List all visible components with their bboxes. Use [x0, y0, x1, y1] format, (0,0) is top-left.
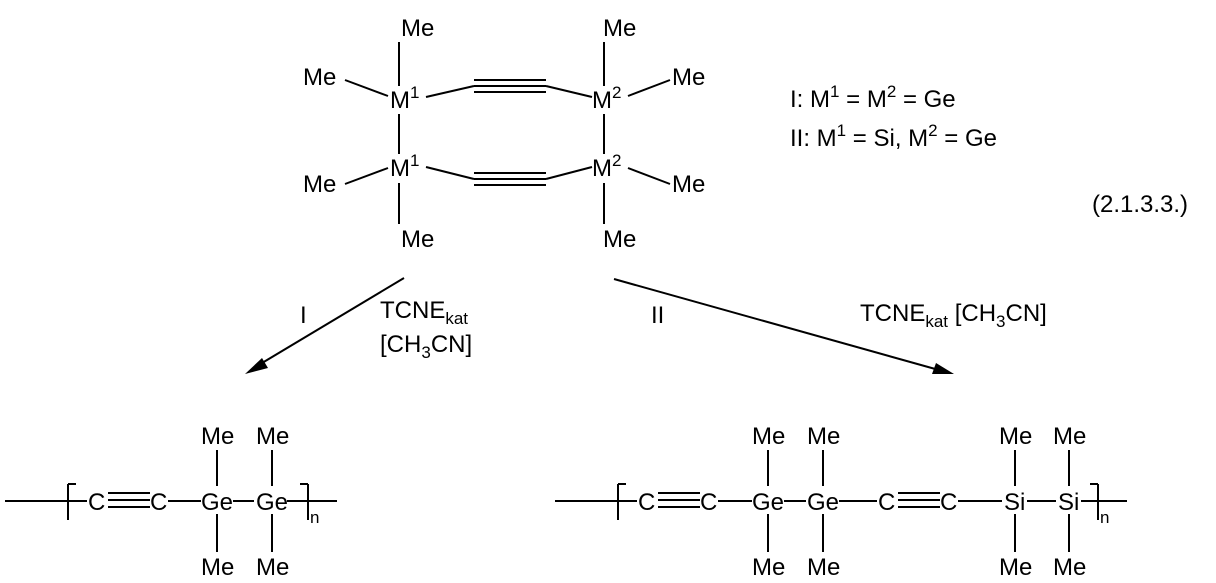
polymer2-me-si1-top: Me — [999, 423, 1032, 450]
arrow-right-label: II — [651, 302, 664, 329]
atom-m2-lower: M2 — [592, 151, 621, 182]
bond-m1-alkyne-upper — [425, 85, 475, 98]
polymer1-atom-c2: C — [150, 489, 167, 516]
arrow-right-head — [932, 363, 954, 374]
bond-alkyne-m2-upper — [545, 85, 593, 98]
atom-m1-upper: M1 — [390, 83, 419, 114]
polymer2-atom-c3: C — [878, 489, 895, 516]
polymer1-me-ge2-bottom: Me — [256, 554, 289, 581]
arrow-left-head — [245, 358, 268, 374]
bond-m1-alkyne-lower — [425, 166, 475, 180]
atom-me-left-lower: Me — [303, 171, 336, 198]
legend: I: M1 = M2 = Ge II: M1 = Si, M2 = Ge — [790, 82, 997, 152]
polymer2-atom-si1: Si — [1004, 489, 1025, 516]
atom-m2-upper: M2 — [592, 83, 621, 114]
polymer1-me-ge1-bottom: Me — [201, 554, 234, 581]
atom-me-right-upper: Me — [672, 64, 705, 91]
bond-m2-me-lower — [627, 167, 671, 185]
bond-m2-me-upper — [627, 79, 671, 97]
polymer2-me-ge1-bottom: Me — [752, 554, 785, 581]
cyclic-dimer-structure: Me Me Me Me Me Me Me Me M1 M1 M2 M2 — [303, 15, 705, 253]
polymer-product-1: C C Ge Ge n Me Me Me Me — [5, 423, 337, 581]
polymer2-me-si1-bottom: Me — [999, 554, 1032, 581]
polymer2-me-ge2-bottom: Me — [807, 554, 840, 581]
bond-me-m1-lower — [344, 167, 389, 185]
polymer2-me-si2-top: Me — [1053, 423, 1086, 450]
bond-alkyne-m2-lower — [545, 166, 593, 180]
legend-line-1: I: M1 = M2 = Ge — [790, 82, 956, 113]
polymer2-atom-ge1: Ge — [752, 489, 784, 516]
atom-me-left-upper: Me — [303, 64, 336, 91]
atom-m1-lower: M1 — [390, 151, 419, 182]
arrow-right-conditions: TCNEkat [CH3CN] — [860, 300, 1047, 331]
polymer-product-2: C C Ge Ge C C Si Si n Me Me Me Me Me — [555, 423, 1127, 581]
polymer2-atom-c2: C — [700, 489, 717, 516]
polymer1-atom-c1: C — [88, 489, 105, 516]
polymer2-atom-c1: C — [638, 489, 655, 516]
arrow-left: I TCNEkat [CH3CN] — [245, 277, 472, 374]
arrow-left-label: I — [300, 302, 307, 329]
arrow-right-shaft — [613, 278, 947, 373]
bond-me-m1-upper — [344, 79, 389, 97]
polymer1-atom-ge1: Ge — [201, 489, 233, 516]
atom-me-right-lower: Me — [672, 171, 705, 198]
polymer1-me-ge2-top: Me — [256, 423, 289, 450]
polymer2-atom-si2: Si — [1058, 489, 1079, 516]
atom-me-top-right: Me — [603, 15, 636, 42]
equation-number: (2.1.3.3.) — [1092, 191, 1188, 218]
polymer2-me-si2-bottom: Me — [1053, 554, 1086, 581]
polymer1-atom-ge2: Ge — [256, 489, 288, 516]
polymer2-me-ge2-top: Me — [807, 423, 840, 450]
atom-me-bottom-right: Me — [603, 226, 636, 253]
polymer1-me-ge1-top: Me — [201, 423, 234, 450]
arrow-right: II TCNEkat [CH3CN] — [613, 278, 1047, 374]
polymer2-me-ge1-top: Me — [752, 423, 785, 450]
polymer2-repeat-n: n — [1100, 508, 1109, 527]
atom-me-bottom-left: Me — [401, 226, 434, 253]
legend-line-2: II: M1 = Si, M2 = Ge — [790, 121, 997, 152]
atom-me-top-left: Me — [401, 15, 434, 42]
arrow-left-solvent: [CH3CN] — [380, 331, 472, 362]
polymer2-atom-c4: C — [940, 489, 957, 516]
arrow-left-catalyst: TCNEkat — [380, 297, 468, 328]
arrow-left-shaft — [251, 277, 405, 370]
polymer2-atom-ge2: Ge — [807, 489, 839, 516]
polymer1-repeat-n: n — [310, 508, 319, 527]
